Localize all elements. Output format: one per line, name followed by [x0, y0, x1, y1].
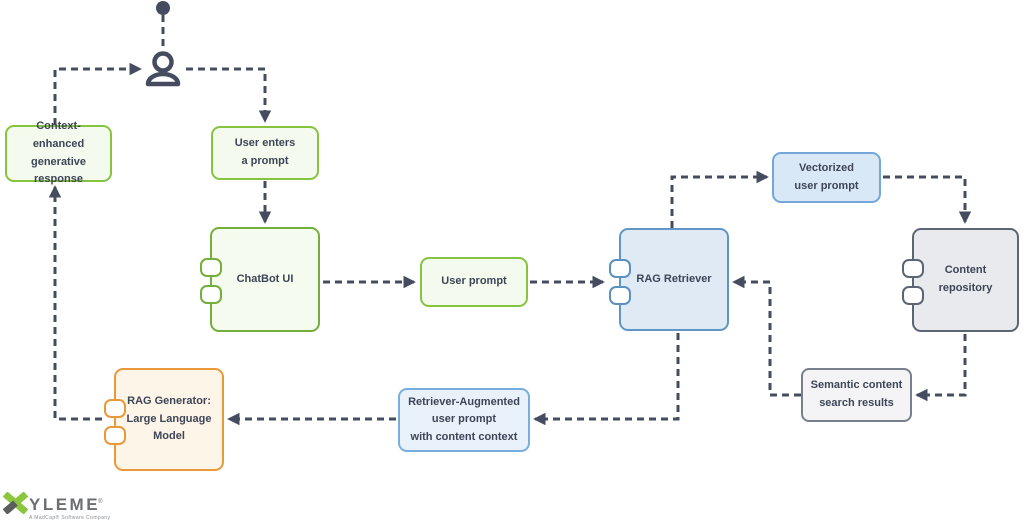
registered-trademark-icon: ® — [98, 499, 103, 505]
node-rag-generator-llm: RAG Generator: Large Language Model — [104, 368, 224, 471]
logo-tagline: A MadCap® Software Company — [29, 515, 111, 521]
start-node-dot — [156, 1, 170, 15]
component-port-icon — [609, 286, 631, 305]
node-content-repository: Content repository — [902, 228, 1019, 332]
node-label: RAG Retriever — [636, 272, 712, 285]
node-user-prompt: User prompt — [420, 257, 528, 307]
node-context-enhanced-response: Context-enhanced generative response — [5, 120, 112, 185]
node-label: RAG Generator: Large Language Model — [126, 395, 212, 443]
node-label: ChatBot UI — [236, 272, 294, 285]
connector-retriever-to-augmented — [533, 333, 680, 426]
node-user-enters-prompt: User enters a prompt — [211, 126, 319, 180]
xyleme-logo: YLEME ® A MadCap® Software Company — [3, 492, 110, 521]
node-vectorized-user-prompt: Vectorized user prompt — [772, 152, 881, 203]
component-port-icon — [200, 285, 222, 304]
node-semantic-search-results: Semantic content search results — [801, 368, 912, 422]
xyleme-x-mark — [3, 492, 28, 514]
node-label: Retriever-Augmented user prompt with con… — [408, 395, 520, 443]
connector-generator-to-response — [48, 185, 102, 421]
node-label: Context-enhanced generative response — [30, 120, 87, 186]
component-port-icon — [104, 426, 126, 445]
component-port-icon — [902, 286, 924, 305]
connector-vectorized-to-repository — [883, 175, 972, 224]
component-port-icon — [200, 258, 222, 277]
connector-response-to-user — [53, 62, 142, 125]
component-port-icon — [104, 399, 126, 418]
node-chatbot-ui: ChatBot UI — [200, 227, 320, 332]
user-person-icon — [145, 51, 181, 87]
component-port-icon — [902, 259, 924, 278]
connector-user-to-enters-prompt — [186, 67, 272, 123]
connector-semantic-to-retriever — [732, 275, 801, 397]
connector-repository-to-semantic — [915, 334, 967, 402]
node-label: User prompt — [441, 275, 507, 288]
logo-brand-text: YLEME — [29, 495, 101, 514]
node-label: Vectorized user prompt — [794, 161, 859, 192]
node-label: Content repository — [938, 264, 993, 294]
node-label: User enters a prompt — [234, 137, 296, 167]
node-label: Semantic content search results — [810, 379, 903, 409]
node-rag-retriever: RAG Retriever — [609, 228, 729, 331]
node-retriever-augmented-prompt: Retriever-Augmented user prompt with con… — [398, 388, 530, 452]
component-port-icon — [609, 259, 631, 278]
connector-retriever-to-vectorized — [670, 170, 769, 228]
